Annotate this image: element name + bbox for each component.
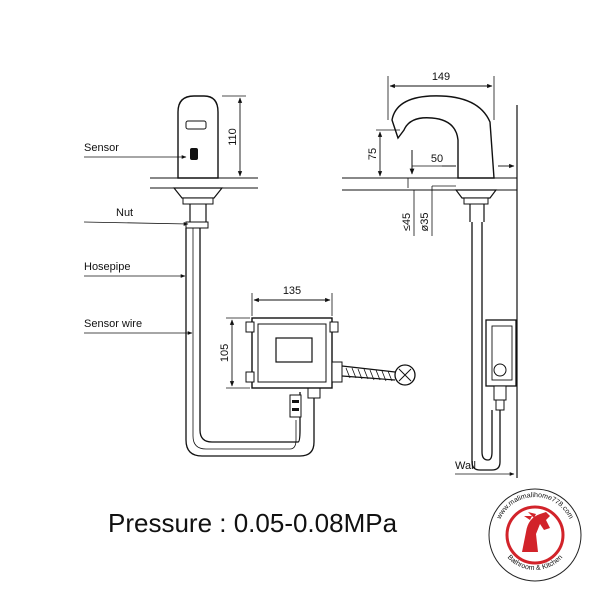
dim-faucet-height: 110	[227, 128, 239, 146]
label-sensor-wire: Sensor wire	[84, 318, 142, 330]
inlet-hose	[341, 365, 396, 382]
sensor-window	[190, 148, 198, 160]
side-view: 149 75 50 ≤45 ø35 Wall	[342, 71, 518, 478]
control-box	[245, 317, 343, 389]
hosepipe	[185, 228, 315, 457]
sensor-wire	[192, 228, 297, 450]
side-control-box	[485, 319, 517, 411]
front-view: 110 135 105 Sensor Nut Hosepipe Sensor w…	[83, 95, 416, 457]
dim-spout-height: 75	[367, 148, 379, 160]
pressure-caption: Pressure : 0.05-0.08MPa	[108, 508, 398, 538]
label-wall: Wall	[455, 460, 476, 472]
label-sensor: Sensor	[84, 142, 119, 154]
horse-logo-icon	[522, 512, 550, 552]
dim-hole-diameter: ø35	[419, 213, 431, 232]
brand-logo: www.malimalihome778.com Bathroom & Kitch…	[488, 488, 582, 582]
dim-spout-offset: 50	[431, 153, 443, 165]
dim-spout-reach: 149	[432, 71, 450, 83]
label-nut: Nut	[116, 207, 133, 219]
faucet-body	[177, 95, 219, 179]
side-faucet-body	[391, 95, 495, 179]
label-hosepipe: Hosepipe	[84, 261, 130, 273]
dim-box-width: 135	[283, 285, 301, 297]
dim-box-height: 105	[219, 344, 231, 362]
dim-deck-thickness: ≤45	[401, 213, 413, 231]
